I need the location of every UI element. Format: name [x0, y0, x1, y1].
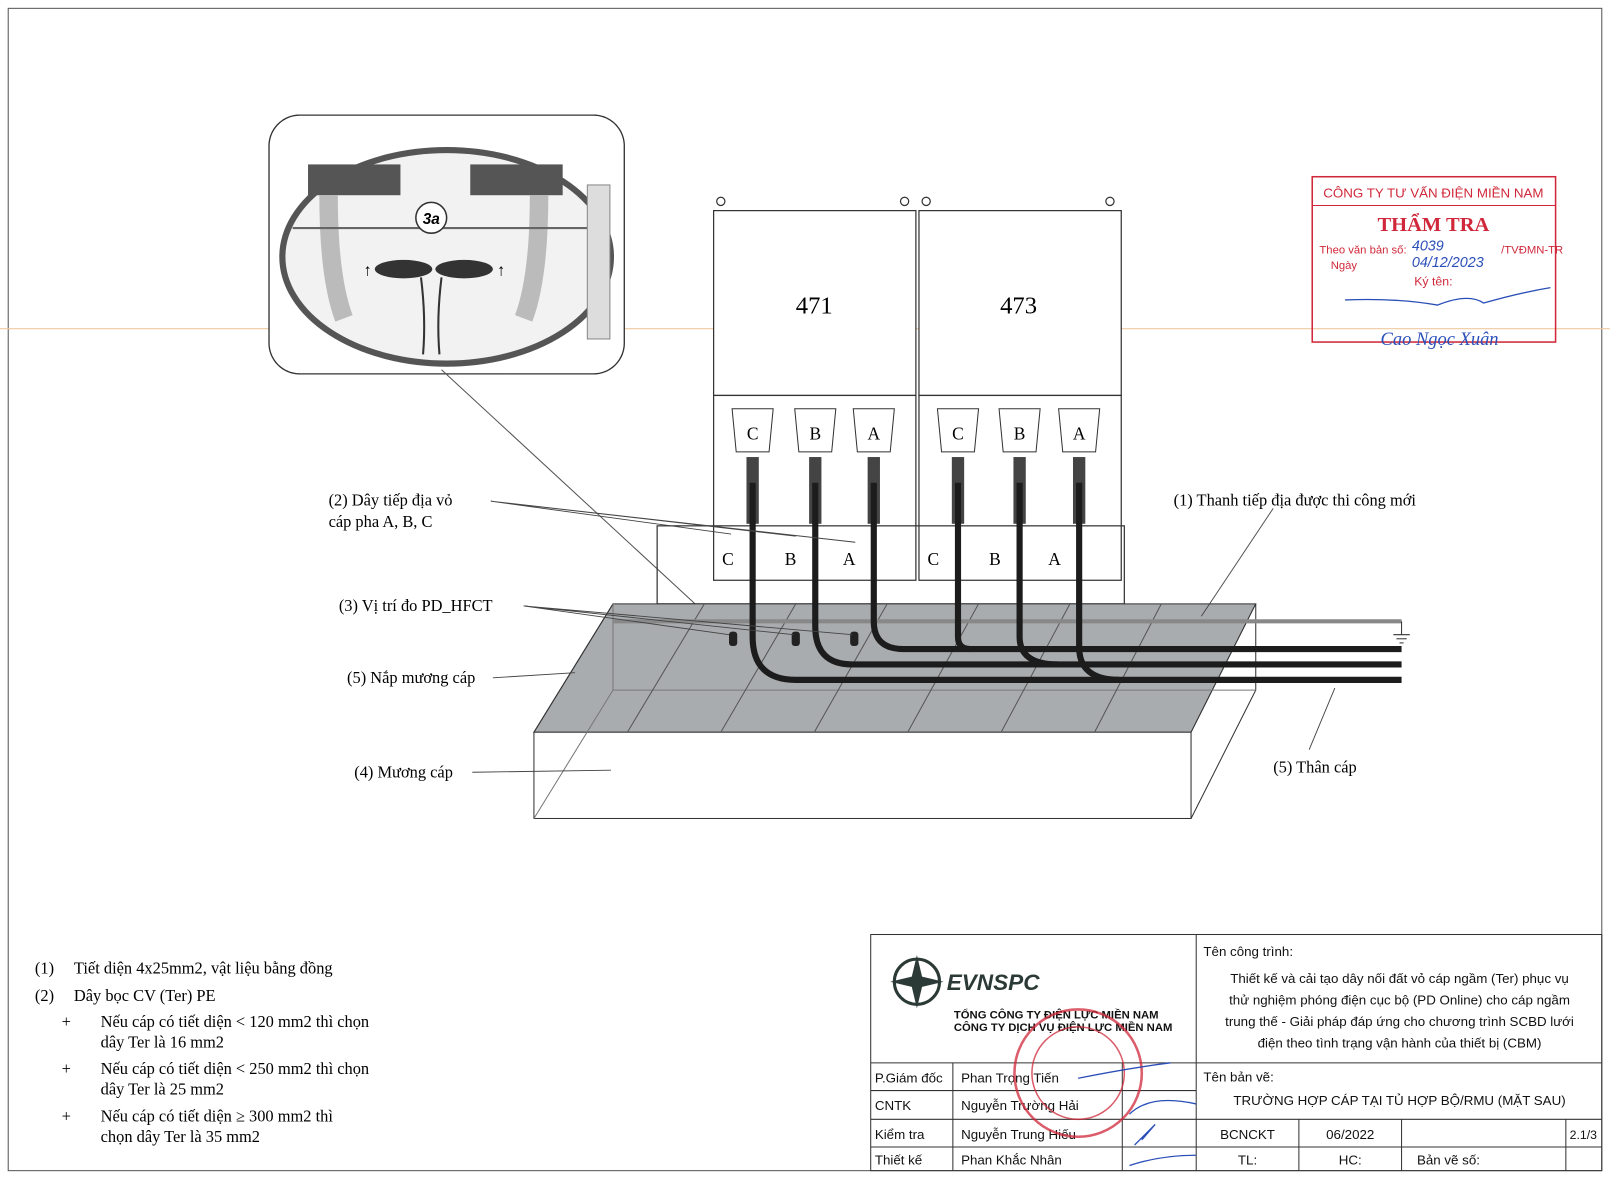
- company-seal: [1013, 1008, 1144, 1139]
- cable-trench: [533, 603, 1257, 819]
- svg-text:Thiết kế: Thiết kế: [875, 1153, 923, 1168]
- svg-text:dây Ter là 25 mm2: dây Ter là 25 mm2: [101, 1080, 224, 1099]
- cables: [749, 482, 1402, 683]
- approval-stamp: CÔNG TY TƯ VẤN ĐIỆN MIỀN NAM THẨM TRA Th…: [1311, 175, 1563, 349]
- svg-text:Dây bọc CV (Ter) PE: Dây bọc CV (Ter) PE: [74, 986, 216, 1005]
- svg-text:THẨM TRA: THẨM TRA: [1377, 212, 1489, 236]
- phase-label-lower: C: [928, 549, 940, 569]
- signatures: [1077, 1062, 1197, 1167]
- svg-text:+: +: [62, 1012, 71, 1031]
- svg-text:TL:: TL:: [1238, 1153, 1257, 1168]
- svg-text:P.Giám đốc: P.Giám đốc: [875, 1070, 943, 1085]
- label-cable-body: (5) Thân cáp: [1273, 757, 1357, 776]
- drawing-frame: [7, 7, 1603, 1172]
- drawing-name: TRƯỜNG HỢP CÁP TẠI TỦ HỢP BỘ/RMU (MẶT SA…: [1233, 1093, 1565, 1108]
- svg-text:Kiểm tra: Kiểm tra: [875, 1127, 925, 1142]
- rmu-cabinets: [656, 196, 1125, 605]
- phase-label: C: [747, 424, 759, 444]
- title-block: [870, 933, 1603, 1172]
- label-pd-position: (3) Vị trí đo PD_HFCT: [339, 596, 493, 615]
- notes: (1) Tiết diện 4x25mm2, vật liệu bằng đồng…: [35, 959, 369, 1146]
- svg-text:Bản vẽ số:: Bản vẽ số:: [1417, 1153, 1480, 1168]
- label-ground-wire: (2) Dây tiếp địa vỏ: [329, 490, 453, 509]
- label-trench-cover: (5) Nắp mương cáp: [347, 668, 475, 687]
- svg-text:chọn dây Ter là 35 mm2: chọn dây Ter là 35 mm2: [101, 1127, 260, 1146]
- callout-label: 3a: [423, 211, 441, 228]
- label-ground-bar: (1) Thanh tiếp địa được thi công mới: [1174, 490, 1417, 509]
- phase-label-lower: C: [722, 549, 734, 569]
- phase-label-lower: A: [1048, 549, 1061, 569]
- callout-leader: [441, 369, 709, 617]
- cover-seam: [1094, 603, 1162, 733]
- org-line-1: TỔNG CÔNG TY ĐIỆN LỰC MIỀN NAM: [954, 1009, 1159, 1022]
- svg-text:BCNCKT: BCNCKT: [1220, 1127, 1275, 1142]
- svg-text:Tiết diện 4x25mm2, vật liệu bằ: Tiết diện 4x25mm2, vật liệu bằng đồng: [74, 959, 333, 978]
- svg-text:Nếu cáp có tiết diện ≥ 300 mm2: Nếu cáp có tiết diện ≥ 300 mm2 thì: [101, 1106, 334, 1125]
- drawing-number: 2.1/3: [1570, 1128, 1598, 1142]
- phase-label: B: [1014, 424, 1026, 444]
- svg-text:Ký tên:: Ký tên:: [1414, 275, 1452, 289]
- project-line: trung thế - Giải pháp đáp ứng cho chương…: [1225, 1014, 1574, 1029]
- bushing-housing: [998, 408, 1041, 453]
- org-line-2: CÔNG TY DỊCH VỤ ĐIỆN LỰC MIỀN NAM: [954, 1021, 1173, 1034]
- phase-label: A: [1073, 424, 1086, 444]
- svg-text:4039: 4039: [1412, 239, 1444, 255]
- bushing-housing: [936, 408, 980, 453]
- arrow-up-icon: ↑: [497, 261, 505, 279]
- pd-hfct-sensors: [729, 631, 859, 646]
- label-ground-wire-2: cáp pha A, B, C: [329, 512, 433, 531]
- bushing-housing: [794, 408, 837, 453]
- bushing-housing: [731, 408, 774, 453]
- ground-symbol-icon: [1393, 621, 1410, 644]
- svg-text:dây Ter là 16 mm2: dây Ter là 16 mm2: [101, 1032, 224, 1051]
- evn-logo-icon: [890, 955, 944, 1009]
- bushing-housing: [1058, 408, 1101, 453]
- svg-text:04/12/2023: 04/12/2023: [1412, 255, 1484, 271]
- svg-text:06/2022: 06/2022: [1326, 1127, 1374, 1142]
- cabinet-471-number: 471: [796, 292, 833, 319]
- phase-label: B: [809, 424, 821, 444]
- svg-text:HC:: HC:: [1339, 1153, 1362, 1168]
- svg-text:+: +: [62, 1106, 71, 1125]
- svg-text:Theo văn bản số:: Theo văn bản số:: [1319, 245, 1406, 257]
- svg-text:Nguyễn Trung Hiếu: Nguyễn Trung Hiếu: [961, 1127, 1076, 1142]
- bushing-housing: [852, 408, 895, 453]
- svg-text:Nếu cáp có tiết diện < 120 mm2: Nếu cáp có tiết diện < 120 mm2 thì chọn: [101, 1012, 370, 1031]
- project-line: điện theo tình trạng vận hành của thiết …: [1258, 1035, 1542, 1050]
- cover-seam: [626, 603, 705, 733]
- svg-text:Ngày: Ngày: [1331, 260, 1358, 272]
- svg-text:Nếu cáp có tiết diện < 250 mm2: Nếu cáp có tiết diện < 250 mm2 thì chọn: [101, 1059, 370, 1078]
- project-label: Tên công trình:: [1203, 944, 1293, 959]
- svg-text:Phan Trọng Tiến: Phan Trọng Tiến: [961, 1070, 1059, 1085]
- cabinet-473-number: 473: [1000, 292, 1037, 319]
- signer-name: Cao Ngọc Xuân: [1381, 329, 1499, 349]
- label-trench: (4) Mương cáp: [354, 762, 453, 781]
- cover-seam: [907, 603, 979, 733]
- svg-text:CÔNG TY TƯ VẤN ĐIỆN MIỀN NAM: CÔNG TY TƯ VẤN ĐIỆN MIỀN NAM: [1323, 185, 1543, 200]
- logo-text: EVNSPC: [947, 970, 1041, 995]
- project-line: thử nghiệm phóng điện cục bộ (PD Online)…: [1229, 992, 1570, 1007]
- phase-label: C: [952, 424, 964, 444]
- leader-lines: [472, 500, 1336, 773]
- phase-label-lower: A: [843, 549, 856, 569]
- phase-label-lower: B: [989, 549, 1001, 569]
- phase-label: A: [867, 424, 880, 444]
- svg-text:+: +: [62, 1059, 71, 1078]
- svg-text:CNTK: CNTK: [875, 1098, 911, 1113]
- svg-text:Phan Khắc Nhân: Phan Khắc Nhân: [961, 1153, 1062, 1168]
- arrow-up-icon: ↑: [363, 261, 371, 279]
- cover-seam: [1000, 603, 1071, 733]
- svg-text:(1): (1): [35, 959, 54, 978]
- detail-callout-bubble: ↑ ↑ 3a: [268, 114, 625, 375]
- project-line: Thiết kế và cải tạo dây nối đất vỏ cáp n…: [1230, 971, 1569, 986]
- svg-text:/TVĐMN-TR: /TVĐMN-TR: [1501, 245, 1563, 257]
- phase-label-lower: B: [785, 549, 797, 569]
- svg-text:(2): (2): [35, 986, 54, 1005]
- drawing-label: Tên bản vẽ:: [1203, 1069, 1273, 1084]
